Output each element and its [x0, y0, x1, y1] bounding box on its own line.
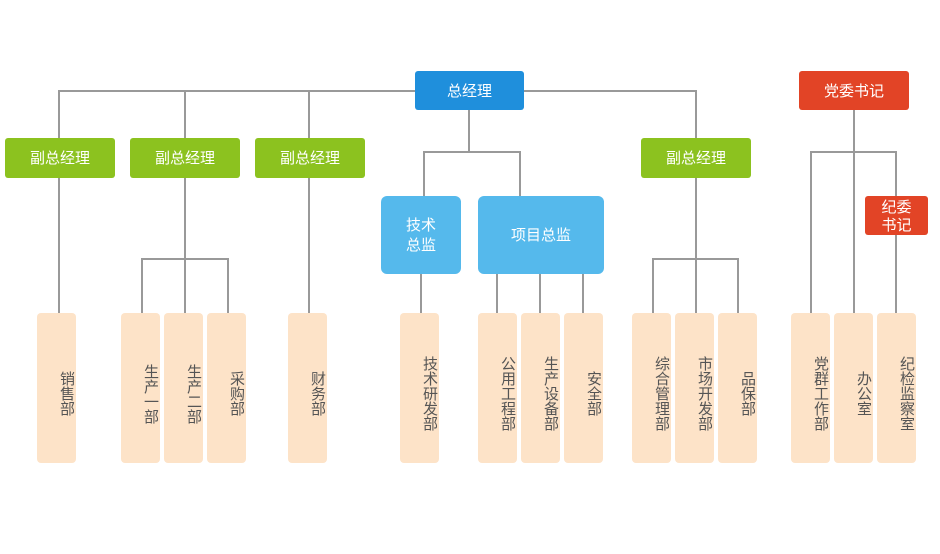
dept-discipline-label: 纪检监察室: [898, 356, 916, 431]
dept-production-equipment: 生产设备部: [521, 313, 560, 463]
general-manager-node: 总经理: [415, 71, 524, 110]
line-directors-bar: [423, 151, 521, 196]
tech-director-node: 技术 总监: [381, 196, 461, 274]
discipline-secretary-label: 纪委 书记: [881, 197, 912, 234]
dept-quality-assurance: 品保部: [718, 313, 757, 463]
deputy-manager-4-node: 副总经理: [641, 138, 751, 178]
dept-party-label: 党群工作部: [812, 356, 830, 431]
connector-lines: [58, 90, 897, 313]
dept-sales-label: 销售部: [58, 371, 76, 416]
dept-sales: 销售部: [37, 313, 76, 463]
dept-equipment-label: 生产设备部: [542, 356, 560, 431]
dept-safety-label: 安全部: [585, 371, 603, 416]
project-director-node: 项目总监: [478, 196, 604, 274]
deputy-manager-2-node: 副总经理: [130, 138, 240, 178]
dept-market-label: 市场开发部: [696, 356, 714, 431]
dept-party-affairs: 党群工作部: [791, 313, 830, 463]
dept-general-admin: 综合管理部: [632, 313, 671, 463]
dept-office-label: 办公室: [855, 371, 873, 416]
tech-director-label: 技术 总监: [405, 216, 436, 254]
dept-purchasing-label: 采购部: [228, 371, 246, 416]
dept-purchasing: 采购部: [207, 313, 246, 463]
project-director-label: 项目总监: [510, 226, 571, 244]
dept-finance-label: 财务部: [309, 371, 327, 416]
deputy-manager-3-node: 副总经理: [255, 138, 365, 178]
line-gm-deputy1: [58, 90, 415, 138]
dept-production-1: 生产一部: [121, 313, 160, 463]
dept-discipline-inspection: 纪检监察室: [877, 313, 916, 463]
line-gm-deputy4: [523, 90, 697, 138]
dept-market-development: 市场开发部: [675, 313, 714, 463]
dept-production-1-label: 生产一部: [142, 363, 160, 424]
dept-production-2-label: 生产二部: [185, 363, 203, 424]
dept-production-2: 生产二部: [164, 313, 203, 463]
deputy-4-label: 副总经理: [665, 149, 726, 167]
discipline-secretary-node: 纪委 书记: [865, 196, 928, 235]
dept-utility-label: 公用工程部: [499, 356, 517, 431]
party-secretary-label: 党委书记: [823, 81, 884, 100]
general-manager-label: 总经理: [446, 81, 492, 100]
dept-finance: 财务部: [288, 313, 327, 463]
deputy-1-label: 副总经理: [29, 149, 90, 167]
dept-qa-label: 品保部: [739, 371, 757, 416]
dept-safety: 安全部: [564, 313, 603, 463]
dept-admin-label: 综合管理部: [653, 356, 671, 431]
dept-rd: 技术研发部: [400, 313, 439, 463]
party-secretary-node: 党委书记: [799, 71, 909, 110]
deputy-3-label: 副总经理: [279, 149, 340, 167]
dept-utility-engineering: 公用工程部: [478, 313, 517, 463]
deputy-manager-1-node: 副总经理: [5, 138, 115, 178]
dept-rd-label: 技术研发部: [421, 356, 439, 431]
line-deputy4-bar: [652, 258, 739, 313]
deputy-2-label: 副总经理: [154, 149, 215, 167]
dept-office: 办公室: [834, 313, 873, 463]
line-deputy2-bar: [141, 258, 229, 313]
